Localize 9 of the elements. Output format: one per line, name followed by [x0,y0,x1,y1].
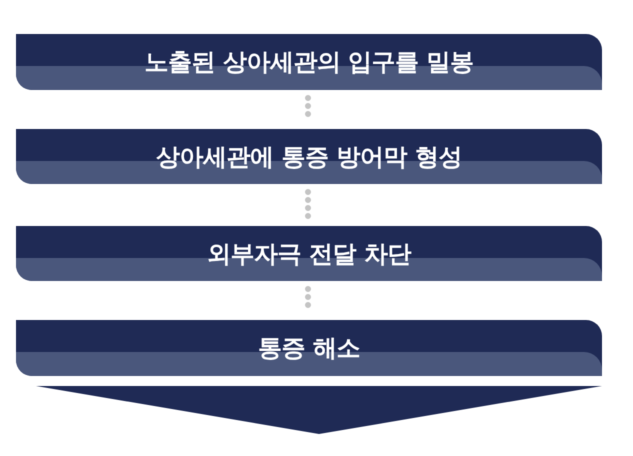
dotted-connector [305,189,311,221]
step-text: 통증 해소 [258,333,360,364]
step-box [16,34,602,90]
step-text: 외부자극 전달 차단 [207,238,411,270]
step-box [16,320,602,376]
step-box [16,129,602,184]
step-text: 상아세관에 통증 방어막 형성 [156,142,462,172]
step-box [16,226,602,281]
step-text: 노출된 상아세관의 입구를 밀봉 [144,47,474,78]
